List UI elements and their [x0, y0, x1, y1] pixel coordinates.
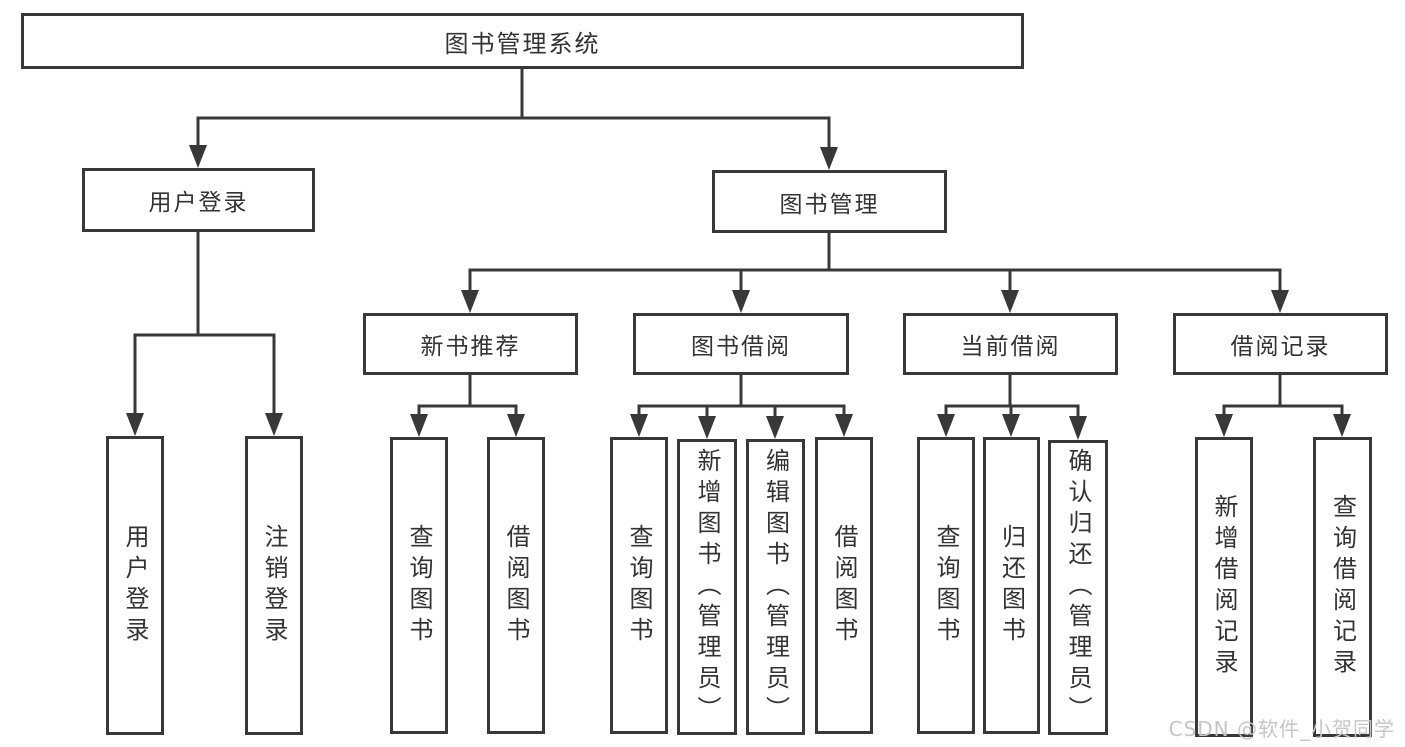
leaf-current-return: 归还图书 [983, 437, 1040, 734]
leaf-logout: 注销登录 [245, 436, 303, 735]
node-borrow-records: 借阅记录 [1173, 313, 1388, 375]
node-book-management: 图书管理 [712, 170, 947, 233]
leaf-borrow-edit-admin: 编辑图书（管理员） [746, 439, 805, 735]
leaf-current-query: 查询图书 [917, 437, 975, 734]
leaf-borrow-add-admin: 新增图书（管理员） [677, 439, 737, 735]
leaf-record-add: 新增借阅记录 [1195, 437, 1253, 737]
leaf-current-confirm-admin: 确认归还（管理员） [1048, 440, 1108, 735]
node-current-borrow: 当前借阅 [903, 313, 1118, 375]
node-new-book-recommend: 新书推荐 [363, 313, 578, 375]
leaf-borrow-query: 查询图书 [610, 437, 668, 734]
watermark: CSDN @软件_小贺同学 [1168, 717, 1395, 741]
leaf-user-login: 用户登录 [106, 436, 164, 735]
node-user-login: 用户登录 [82, 168, 315, 232]
leaf-borrow-borrow: 借阅图书 [815, 437, 873, 734]
node-book-borrow: 图书借阅 [633, 313, 849, 375]
node-root: 图书管理系统 [21, 13, 1024, 69]
leaf-newbook-borrow: 借阅图书 [487, 437, 545, 734]
leaf-newbook-query: 查询图书 [390, 437, 448, 734]
leaf-record-query: 查询借阅记录 [1313, 437, 1372, 737]
